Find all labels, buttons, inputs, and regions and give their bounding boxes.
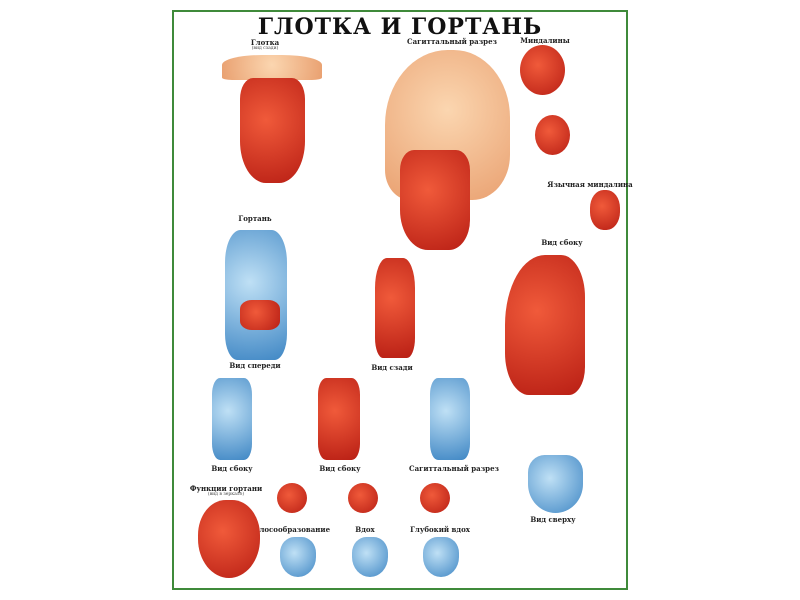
pharynx-subtitle: (вид сзади) <box>251 46 279 51</box>
back-view-heading: Вид сзади <box>371 363 413 372</box>
larynx-heading: Гортань <box>238 214 272 223</box>
top-view-heading: Вид сверху <box>530 515 576 524</box>
functions-heading: Функции гортани <box>189 484 263 493</box>
phonation-heading: Голосообразование <box>249 525 331 534</box>
larynx-top-view-illustration <box>528 455 583 513</box>
sagittal-larynx-heading: Сагиттальный разрез <box>409 464 499 473</box>
front-view-heading: Вид спереди <box>229 361 281 370</box>
side-view-right-heading: Вид сбоку <box>541 238 583 247</box>
cartilage-inhale-illustration <box>352 537 388 577</box>
glottis-deep-inhale-illustration <box>420 483 450 513</box>
sagittal-head-heading: Сагиттальный разрез <box>407 37 497 46</box>
functions-subtitle: (вид в зеркало) <box>207 492 245 497</box>
glottis-phonation-illustration <box>277 483 307 513</box>
pharynx-heading: Глотка <box>250 38 280 47</box>
larynx-side-1-illustration <box>212 378 252 460</box>
lingual-tonsil-illustration <box>590 190 620 230</box>
pharynx-head-illustration <box>222 55 322 80</box>
tonsils-heading: Миндалины <box>520 36 570 45</box>
side-view-1-heading: Вид сбоку <box>211 464 253 473</box>
larynx-muscle-illustration <box>240 300 280 330</box>
larynx-sagittal-illustration <box>430 378 470 460</box>
deep-inhale-heading: Глубокий вдох <box>410 525 470 534</box>
pharynx-illustration <box>240 78 305 183</box>
cartilage-phonation-illustration <box>280 537 316 577</box>
larynx-side-2-illustration <box>318 378 360 460</box>
larynx-back-illustration <box>375 258 415 358</box>
inhale-heading: Вдох <box>355 525 375 534</box>
cartilage-deep-inhale-illustration <box>423 537 459 577</box>
neck-section-illustration <box>400 150 470 250</box>
larynx-front-illustration <box>225 230 287 360</box>
side-view-2-heading: Вид сбоку <box>319 464 361 473</box>
glottis-inhale-illustration <box>348 483 378 513</box>
side-view-illustration <box>505 255 585 395</box>
poster-title: ГЛОТКА И ГОРТАНЬ <box>257 14 543 40</box>
open-mouth-illustration <box>198 500 260 578</box>
lingual-tonsil-heading: Язычная миндалина <box>547 180 633 189</box>
tonsil-illustration-2 <box>535 115 570 155</box>
tonsil-illustration-1 <box>520 45 565 95</box>
